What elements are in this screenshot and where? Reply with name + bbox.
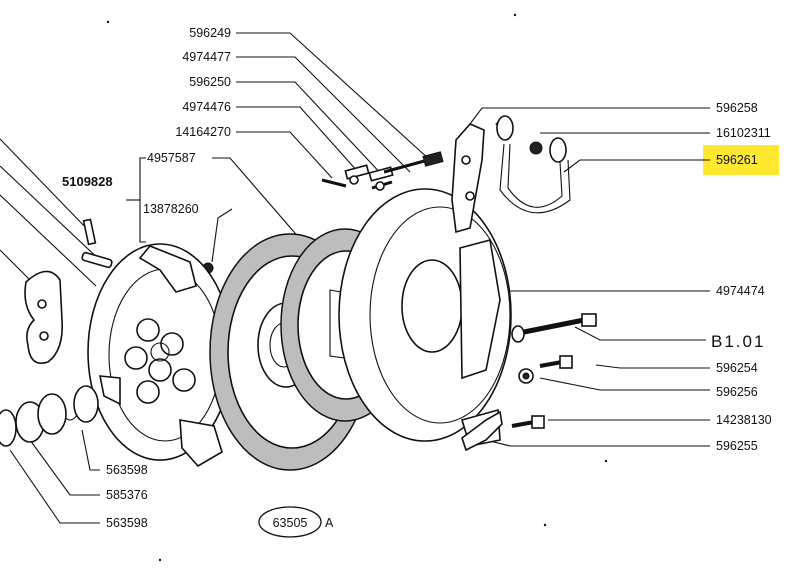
label-596250: 596250 (189, 75, 231, 89)
speckles (106, 13, 608, 562)
label-596254: 596254 (716, 361, 758, 375)
return-springs (495, 115, 571, 214)
label-16102311: 16102311 (716, 126, 771, 140)
label-563598-bottom: 563598 (106, 516, 148, 530)
label-4974477: 4974477 (182, 50, 231, 64)
part-labels: 596249 4974477 596250 4974476 14164270 4… (62, 26, 772, 530)
small-pins (81, 218, 214, 274)
label-4974476: 4974476 (182, 100, 231, 114)
long-bolt (511, 313, 597, 343)
label-14164270: 14164270 (175, 125, 231, 139)
label-5109828: 5109828 (62, 174, 113, 189)
bracket-bolt (461, 410, 545, 452)
clutch-cover (338, 188, 512, 447)
label-B101: B1.01 (711, 332, 765, 351)
label-596261: 596261 (716, 153, 758, 167)
highlight-596261 (703, 145, 779, 175)
figure-ref-number: 63505 (273, 516, 308, 530)
figure-ref-suffix: A (325, 516, 334, 530)
label-4957587: 4957587 (147, 151, 196, 165)
label-596258: 596258 (716, 101, 758, 115)
figure-ref-oval (258, 506, 322, 538)
small-bolt-nut (518, 355, 573, 384)
label-4974474: 4974474 (716, 284, 765, 298)
label-596256: 596256 (716, 385, 758, 399)
label-596255: 596255 (716, 439, 758, 453)
label-585376: 585376 (106, 488, 148, 502)
release-lever (24, 270, 64, 364)
label-13878260: 13878260 (143, 202, 199, 216)
leader-lines (0, 32, 710, 524)
label-563598-top: 563598 (106, 463, 148, 477)
pin-bolt-group (321, 151, 444, 191)
cover-lever (451, 123, 485, 234)
label-14238130: 14238130 (716, 413, 772, 427)
label-596249: 596249 (189, 26, 231, 40)
spring-stack (0, 385, 99, 447)
